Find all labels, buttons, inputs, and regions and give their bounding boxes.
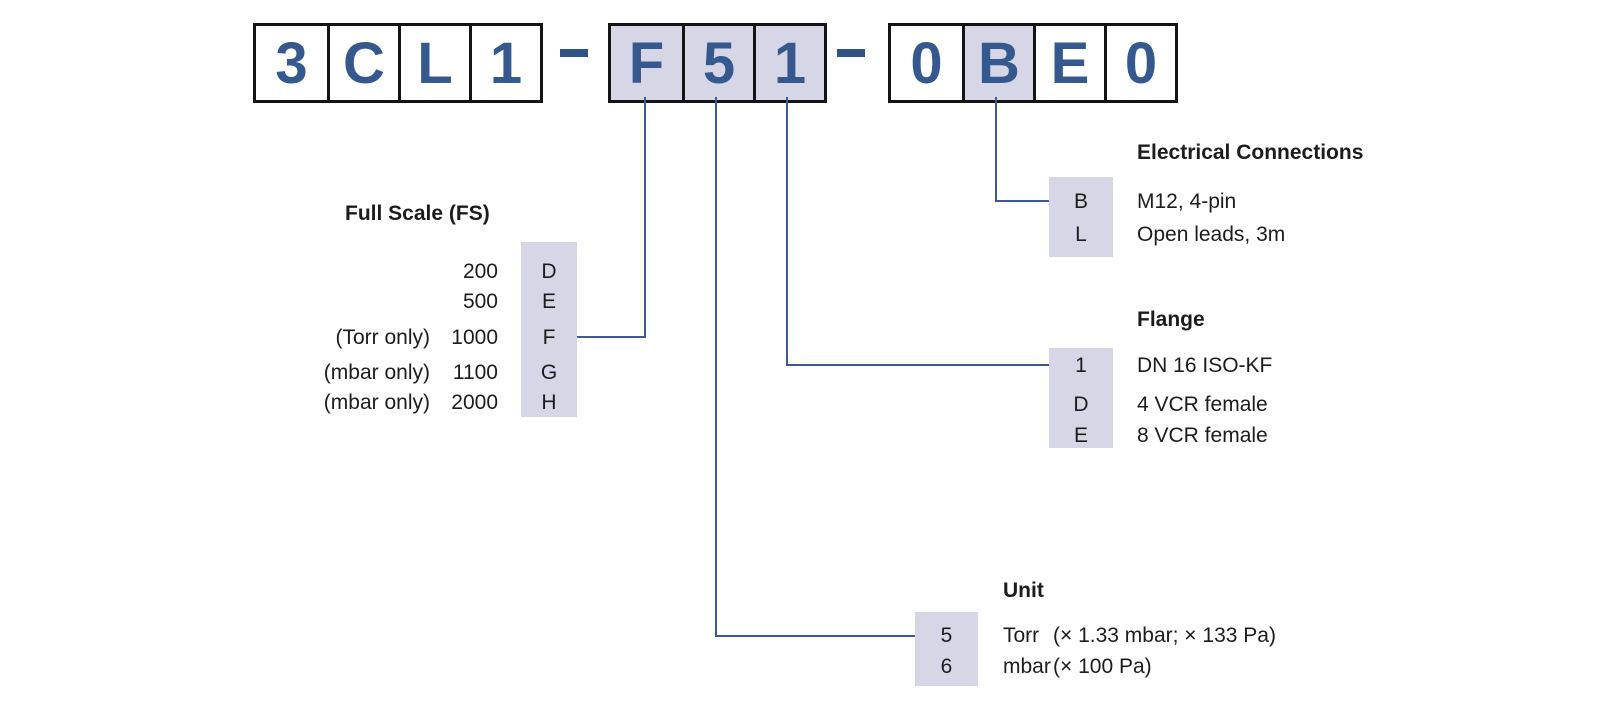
- code-char-box-electrical: B: [962, 26, 1033, 100]
- electrical-desc: Open leads, 3m: [1137, 223, 1286, 246]
- connector-electrical-vertical: [995, 97, 997, 202]
- full-scale-note: (Torr only): [335, 326, 430, 349]
- electrical-title: Electrical Connections: [1137, 141, 1364, 164]
- electrical-code: L: [1075, 223, 1087, 246]
- connector-flange-vertical: [786, 97, 788, 366]
- dash-separator: [560, 49, 588, 57]
- full-scale-code: H: [541, 391, 557, 414]
- full-scale-value: 500: [462, 290, 498, 313]
- dash-separator: [837, 49, 865, 57]
- code-group-model: 3 C L 1: [253, 23, 543, 103]
- unit-code: 5: [940, 624, 953, 647]
- flange-code-strip: [1049, 348, 1113, 448]
- unit-name: Torr: [1003, 624, 1040, 647]
- unit-desc: mbar(× 100 Pa): [1003, 654, 1152, 680]
- code-char-box: E: [1033, 26, 1104, 100]
- code-char-box-unit: 5: [682, 26, 753, 100]
- full-scale-value: 1000: [451, 326, 498, 349]
- full-scale-value: 2000: [451, 391, 498, 414]
- electrical-desc: M12, 4-pin: [1137, 190, 1237, 213]
- unit-code: 6: [940, 655, 953, 678]
- electrical-code: B: [1073, 190, 1088, 213]
- code-group-options: 0 B E 0: [888, 23, 1178, 103]
- unit-conversion: (× 100 Pa): [1053, 655, 1152, 678]
- flange-desc: 4 VCR female: [1137, 393, 1268, 416]
- unit-name: mbar: [1003, 655, 1051, 678]
- connector-electrical-horizontal: [995, 200, 1051, 202]
- code-char-box: 1: [469, 26, 540, 100]
- code-char-box: 3: [256, 26, 327, 100]
- connector-unit-horizontal: [715, 635, 917, 637]
- unit-conversion: (× 1.33 mbar; × 133 Pa): [1053, 624, 1276, 647]
- flange-code: 1: [1075, 354, 1087, 377]
- full-scale-value: 200: [462, 260, 498, 283]
- connector-full-scale-horizontal: [577, 336, 646, 338]
- full-scale-code-strip: [521, 242, 577, 417]
- flange-desc: DN 16 ISO-KF: [1137, 354, 1273, 377]
- full-scale-note: (mbar only): [323, 361, 430, 384]
- full-scale-note: (mbar only): [323, 391, 430, 414]
- connector-flange-horizontal: [786, 364, 1051, 366]
- code-char-box-flange: 1: [753, 26, 824, 100]
- flange-code: E: [1073, 424, 1088, 447]
- code-char-box: 0: [1104, 26, 1175, 100]
- code-char-box: L: [398, 26, 469, 100]
- code-char-box: 0: [891, 26, 962, 100]
- connector-full-scale-vertical: [644, 97, 646, 338]
- full-scale-code: E: [541, 290, 556, 313]
- flange-code: D: [1073, 393, 1089, 416]
- full-scale-title: Full Scale (FS): [345, 202, 490, 225]
- unit-code-strip: [915, 612, 978, 686]
- full-scale-code: G: [540, 361, 558, 384]
- full-scale-code: D: [541, 260, 557, 283]
- unit-title: Unit: [1003, 579, 1044, 602]
- code-char-box-full-scale: F: [611, 26, 682, 100]
- full-scale-value: 1100: [452, 361, 498, 384]
- flange-title: Flange: [1137, 308, 1205, 331]
- full-scale-code: F: [542, 326, 556, 349]
- connector-unit-vertical: [715, 97, 717, 637]
- unit-desc: Torr (× 1.33 mbar; × 133 Pa): [1003, 623, 1276, 649]
- code-group-scale-unit-flange: F 5 1: [608, 23, 827, 103]
- flange-desc: 8 VCR female: [1137, 424, 1268, 447]
- electrical-code-strip: [1049, 177, 1113, 257]
- code-char-box: C: [327, 26, 398, 100]
